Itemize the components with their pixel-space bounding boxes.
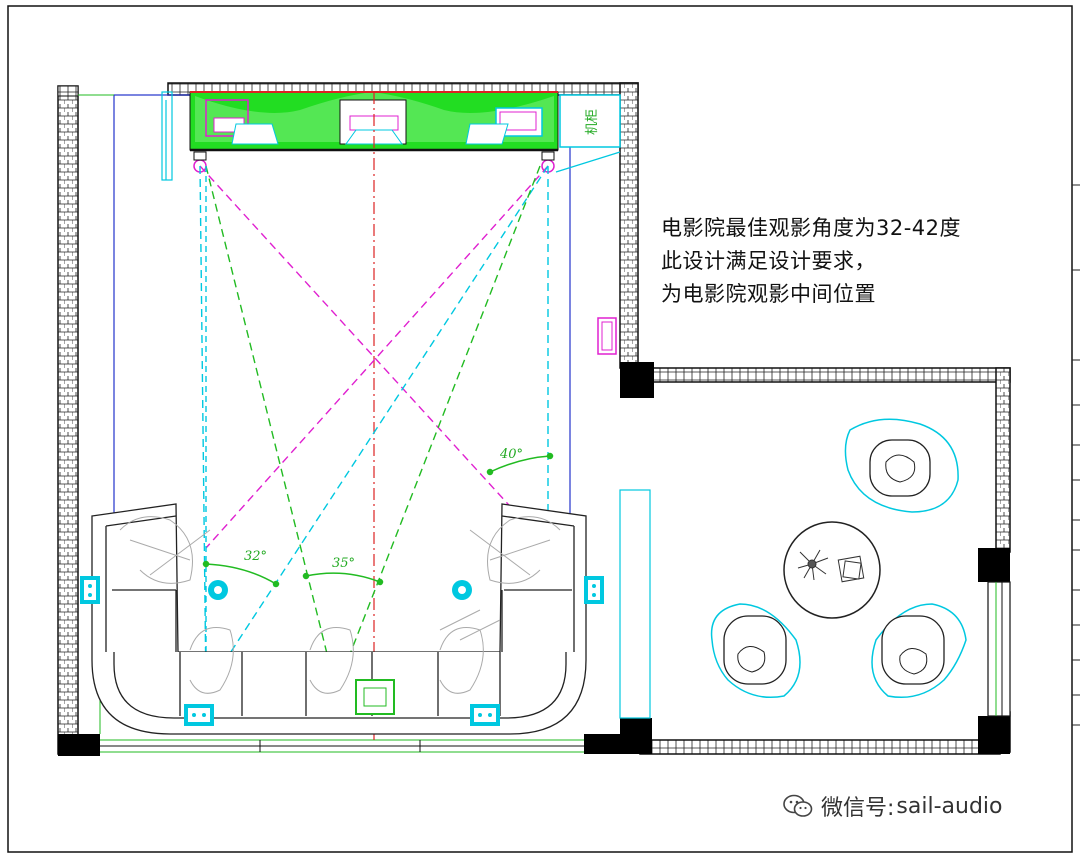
- speaker-rear-left-icon: [184, 704, 214, 726]
- design-note-line-2: 此设计满足设计要求，: [661, 249, 876, 273]
- speaker-left-icon: [205, 99, 279, 145]
- watermark-prefix: 微信号:: [821, 796, 895, 821]
- ceiling-speaker-right-icon: [452, 580, 472, 600]
- cabinet-label: 机柜: [585, 109, 600, 135]
- sight-lines: [199, 165, 549, 691]
- door-swing: [161, 91, 173, 181]
- speaker-right-icon: [465, 107, 543, 145]
- angle-label-32: 32°: [244, 549, 267, 564]
- surround-speakers: [80, 576, 604, 726]
- design-note-line-1: 电影院最佳观影角度为32-42度: [661, 216, 962, 240]
- speaker-side-right-icon: [584, 576, 604, 604]
- book-icon: [837, 555, 865, 583]
- wechat-icon: [783, 794, 813, 817]
- wall-panel: [597, 317, 617, 355]
- angle-arcs: [202, 452, 554, 588]
- armchair-top: [844, 418, 959, 513]
- plant-icon: [797, 549, 829, 581]
- armchair-right: [871, 603, 967, 698]
- watermark: 微信号:sail-audio: [783, 790, 1003, 822]
- ceiling-speaker-left-icon: [208, 580, 228, 600]
- armchair-left: [710, 603, 801, 698]
- round-table: [783, 521, 881, 619]
- sectional-sofa: [91, 503, 587, 735]
- seated-figures: [119, 516, 561, 694]
- angle-label-35: 35°: [332, 556, 355, 571]
- lounge-area: [710, 418, 967, 698]
- watermark-account: sail-audio: [896, 793, 1003, 819]
- speaker-center-icon: [339, 99, 407, 145]
- design-note-line-3: 为电影院观影中间位置: [661, 282, 876, 306]
- speaker-rear-right-icon: [470, 704, 500, 726]
- angle-label-40: 40°: [499, 447, 523, 462]
- subwoofer-icon: [355, 679, 395, 715]
- speaker-side-left-icon: [80, 576, 100, 604]
- drawing-frame: [7, 5, 1080, 853]
- equipment-cabinet: 机柜: [555, 94, 621, 173]
